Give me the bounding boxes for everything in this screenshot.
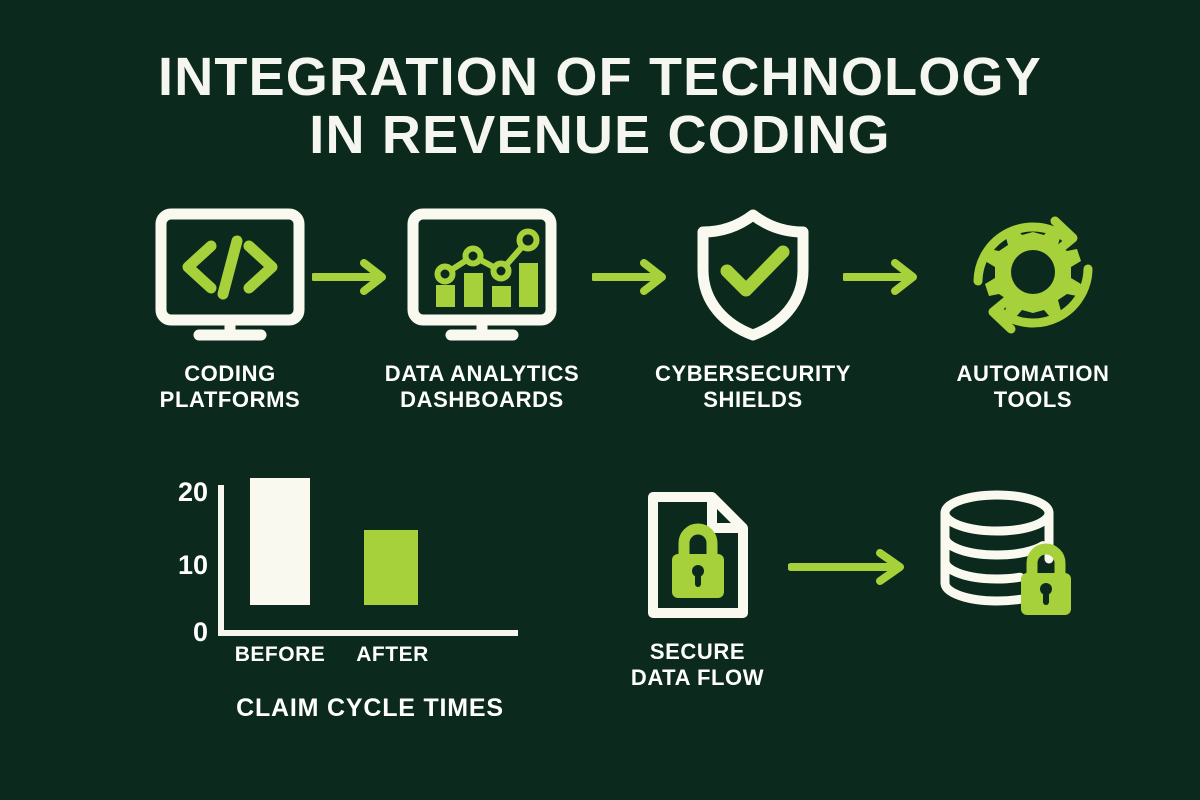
pipeline-step-coding-platforms: CODING PLATFORMS [88,205,372,413]
data-flow-node-label: SECURE DATA FLOW [630,639,765,690]
flow-arrow-right-icon [787,545,912,594]
gear-refresh-icon [898,205,1168,345]
x-axis-line [218,630,518,636]
flow-arrow-right-icon [310,256,392,303]
bar-category-label-after: AFTER [356,643,429,666]
page-title: INTEGRATION OF TECHNOLOGY IN REVENUE COD… [0,48,1200,164]
database-lock-icon [905,485,1105,625]
bar-after [364,530,418,605]
chart-title: CLAIM CYCLE TIMES [236,694,504,722]
y-axis-tick-20: 20 [177,477,208,507]
pipeline-step-label: CYBERSECURITY SHIELDS [654,361,852,412]
bar-before [250,478,310,605]
title-line-1: INTEGRATION OF TECHNOLOGY [158,47,1042,107]
data-flow-node-secure-database [905,485,1105,639]
monitor-dashboard-icon [340,205,624,345]
pipeline-step-automation-tools: AUTOMATION TOOLS [898,205,1168,413]
shield-check-icon [618,205,888,345]
y-axis-tick-10: 10 [177,550,208,580]
document-lock-icon [590,485,805,625]
y-axis-line [218,485,224,635]
bar-category-label-before: BEFORE [234,643,326,666]
title-line-2: IN REVENUE CODING [309,105,891,165]
flow-arrow-right-icon [590,256,672,303]
pipeline-step-data-analytics: DATA ANALYTICS DASHBOARDS [340,205,624,413]
pipeline-step-label: DATA ANALYTICS DASHBOARDS [384,361,580,412]
pipeline-step-label: CODING PLATFORMS [159,361,301,412]
flow-arrow-right-icon [841,256,923,303]
y-axis-tick-0: 0 [192,617,208,647]
monitor-code-icon [88,205,372,345]
data-flow-node-secure-document: SECURE DATA FLOW [590,485,805,691]
claim-cycle-times-chart: 20 10 0 BEFORE AFTER [170,475,530,666]
pipeline-step-label: AUTOMATION TOOLS [956,361,1110,412]
pipeline-step-cybersecurity: CYBERSECURITY SHIELDS [618,205,888,413]
